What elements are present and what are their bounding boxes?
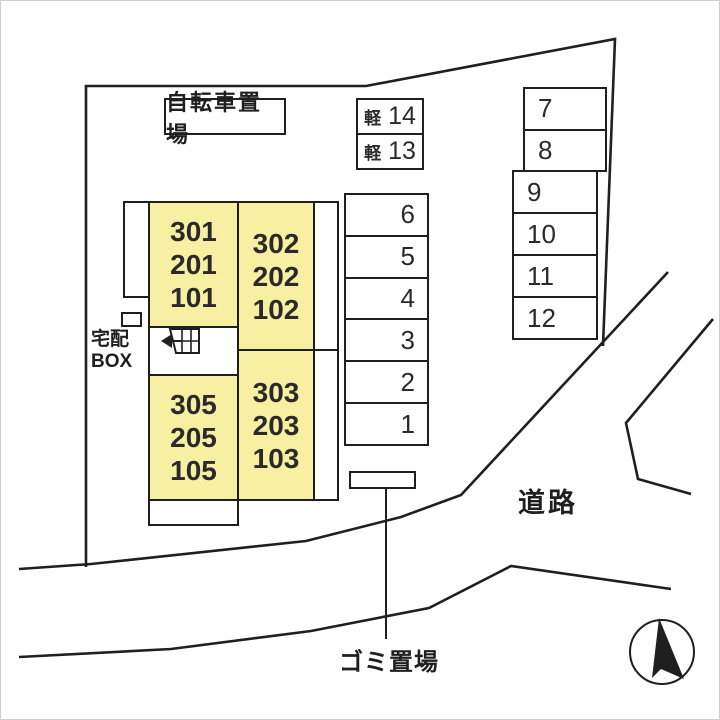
kei-spot-number: 13 [388,137,416,165]
building-left-annex [123,201,150,298]
room-number: 101 [170,282,217,313]
north-arrow-icon [629,618,695,685]
kei-parking-spot-14: 軽 14 [358,100,422,133]
parking-spot-10: 10 [514,212,596,254]
delivery-box-label: 宅配 BOX [91,329,132,373]
room-block-301: 301 201 101 [148,201,239,328]
branch-road-edge-line [624,318,714,496]
parking-spot-11: 11 [514,254,596,296]
kei-prefix-label: 軽 [364,109,382,128]
room-number: 203 [252,409,300,441]
parking-spot-12: 12 [514,296,596,338]
parking-spot-2: 2 [346,360,427,403]
room-number: 301 [170,216,217,247]
parking-spot-3: 3 [346,318,427,361]
room-number: 102 [252,293,300,325]
kei-prefix-label: 軽 [364,144,382,163]
parking-spot-1: 1 [346,402,427,444]
garbage-area-box [349,471,416,489]
room-number: 305 [170,389,217,420]
room-block-302: 302 202 102 [237,201,315,351]
room-number: 105 [170,455,217,486]
building-corridor-top [313,201,339,351]
room-number: 302 [252,227,300,259]
bicycle-parking-label-box: 自転車置場 [164,90,286,147]
building-corridor-bottom [313,349,339,501]
parking-spot-8: 8 [525,128,605,170]
parking-column-7-8: 7 8 [523,87,607,172]
kei-parking-spot-13: 軽 13 [358,133,422,168]
room-number: 303 [252,376,300,408]
road-label: 道路 [518,488,578,518]
kei-spot-number: 14 [388,102,416,130]
room-block-305: 305 205 105 [148,374,239,501]
room-number: 202 [252,260,300,292]
delivery-box-label-line2: BOX [91,351,133,372]
building-bottom-porch [148,499,239,526]
room-number: 205 [170,422,217,453]
room-number: 103 [252,442,300,474]
kei-parking-box: 軽 14 軽 13 [356,98,424,170]
parking-column-9-12: 9 10 11 12 [512,170,598,340]
bicycle-parking-label: 自転車置場 [166,89,263,147]
delivery-box-icon [121,312,142,327]
garbage-area-label: ゴミ置場 [339,649,439,676]
stairs-icon [161,328,200,354]
parking-spot-9: 9 [514,172,596,212]
parking-spot-5: 5 [346,234,427,277]
parking-spot-6: 6 [346,195,427,235]
parking-column-1-6: 6 5 4 3 2 1 [344,193,429,446]
delivery-box-label-line1: 宅配 [91,329,130,350]
parking-spot-4: 4 [346,276,427,319]
parking-spot-7: 7 [525,89,605,129]
room-block-303: 303 203 103 [237,349,315,501]
room-number: 201 [170,249,217,280]
